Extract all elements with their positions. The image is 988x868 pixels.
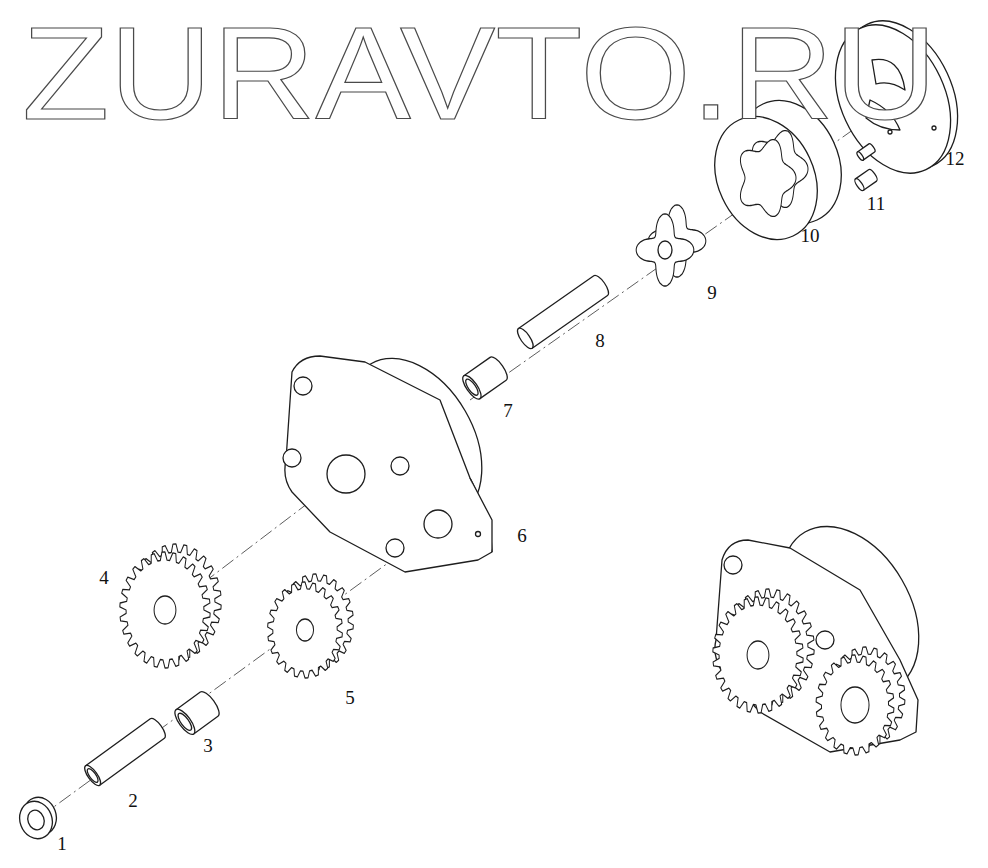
callout-number: 12: [946, 149, 965, 168]
drive-gear: [713, 589, 814, 713]
callout-number: 2: [128, 791, 138, 810]
dowel-pin: [856, 143, 876, 161]
rotor-cavity: [740, 131, 808, 217]
callout-number: 10: [801, 226, 820, 245]
bushing: [171, 689, 222, 738]
callout-number: 9: [707, 283, 717, 302]
callout-number: 4: [99, 568, 109, 587]
callout-number: 1: [57, 834, 67, 853]
callout-number: 8: [595, 331, 605, 350]
shaft: [82, 716, 168, 788]
callout-number: 3: [203, 736, 213, 755]
callout-number: 7: [503, 401, 513, 420]
watermark: ZURAVTO.RU: [22, 8, 937, 139]
shaft: [515, 273, 612, 351]
callout-number: 11: [867, 194, 885, 213]
driven-gear: [816, 647, 905, 755]
callout-number: 6: [517, 526, 527, 545]
center-lines: [40, 72, 935, 817]
dowel-pin: [853, 168, 878, 192]
driven-gear: [268, 574, 354, 678]
bushing: [460, 354, 511, 401]
drive-gear: [120, 544, 221, 668]
callout-number: 5: [345, 688, 355, 707]
inner-rotor: [636, 205, 706, 286]
washer: [14, 793, 61, 844]
